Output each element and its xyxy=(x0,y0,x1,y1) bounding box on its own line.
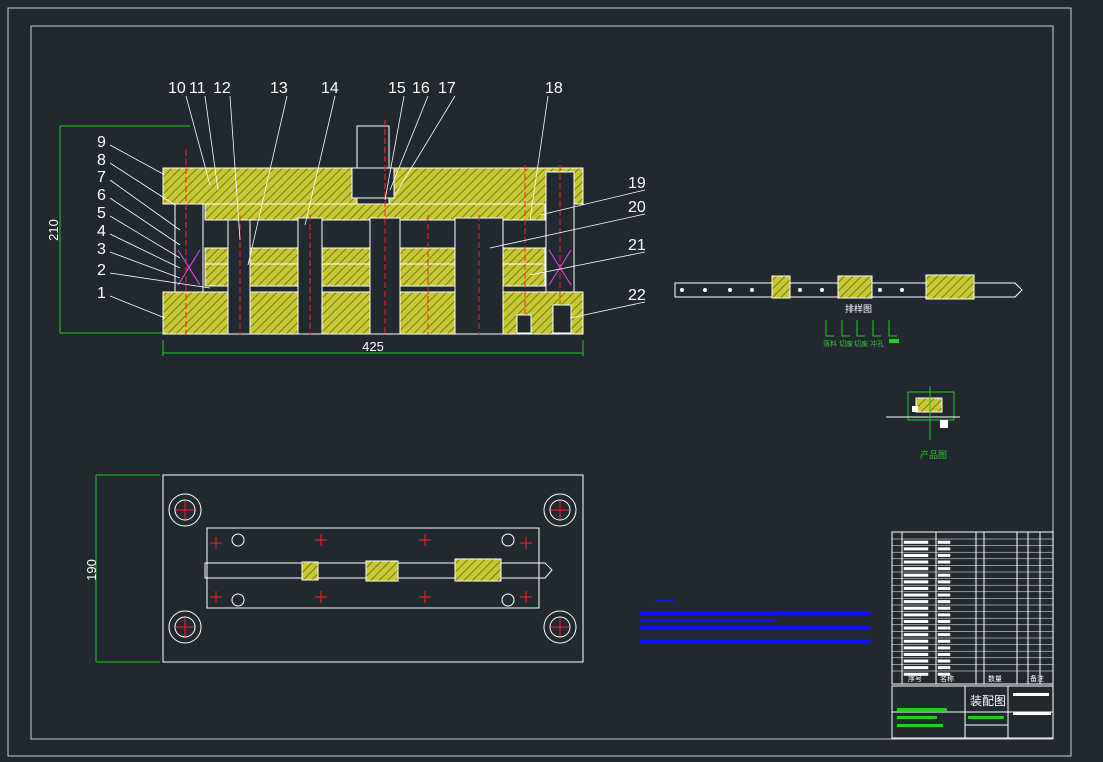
parts-list-cell-text xyxy=(903,672,929,676)
parts-list-cell-text xyxy=(937,652,951,656)
part-label-2: 2 xyxy=(97,262,106,279)
parts-list-cell-text xyxy=(903,567,929,571)
part-label-3: 3 xyxy=(97,241,106,258)
strip-layout: 排样图 落料 切废 切废 冲孔 xyxy=(674,274,1023,348)
parts-header-note: 备注 xyxy=(1030,674,1044,683)
part-label-16: 16 xyxy=(412,80,430,97)
part-labels-right: 19 20 21 22 xyxy=(628,175,646,304)
parts-list-cell-text xyxy=(903,652,929,656)
parts-list-cell-text xyxy=(937,553,951,557)
front-section-view: 2 10 xyxy=(46,80,646,356)
parts-list-cell-text xyxy=(903,619,929,623)
parts-list-cell-text xyxy=(937,646,951,650)
parts-list-cell-text xyxy=(937,600,951,604)
parts-list-cell-text xyxy=(937,593,951,597)
part-label-11: 11 xyxy=(189,80,206,97)
part-label-8: 8 xyxy=(97,152,106,169)
product-drawing: 产品图 xyxy=(886,386,960,460)
strip-step-2: 切废 xyxy=(839,339,853,348)
parts-list-cell-text xyxy=(903,646,929,650)
parts-list-cell-text xyxy=(937,586,951,590)
parts-list-cell-text xyxy=(937,672,951,676)
parts-list-cell-text xyxy=(937,573,951,577)
sheet-outer-border xyxy=(7,7,1072,757)
parts-list-cell-text xyxy=(937,619,951,623)
parts-list-cell-text xyxy=(903,613,929,617)
technical-notes xyxy=(640,600,870,643)
part-label-1: 1 xyxy=(97,285,106,302)
parts-list-cell-text xyxy=(937,666,951,670)
plan-view: 190 xyxy=(84,474,584,663)
dimension-height-plan: 190 xyxy=(84,559,99,581)
part-labels-left: 9 8 7 6 5 4 3 2 1 xyxy=(97,134,106,302)
part-label-5: 5 xyxy=(97,205,106,222)
parts-list-cell-text xyxy=(903,547,929,551)
part-label-18: 18 xyxy=(545,80,563,97)
parts-list-cell-text xyxy=(903,573,929,577)
strip-step-1: 落料 xyxy=(823,339,837,348)
parts-list-cell-text xyxy=(903,633,929,637)
parts-list-cell-text xyxy=(937,659,951,663)
part-label-20: 20 xyxy=(628,199,646,216)
parts-list-cell-text xyxy=(903,600,929,604)
part-label-10: 10 xyxy=(168,80,186,97)
strip-step-4: 冲孔 xyxy=(870,339,884,348)
parts-list-cell-text xyxy=(903,659,929,663)
part-label-19: 19 xyxy=(628,175,646,192)
parts-list-cell-text xyxy=(937,606,951,610)
part-label-7: 7 xyxy=(97,169,106,186)
parts-list-cell-text xyxy=(903,540,929,544)
part-label-17: 17 xyxy=(438,80,456,97)
parts-list-cell-text xyxy=(903,626,929,630)
parts-list-cell-text xyxy=(937,567,951,571)
part-label-22: 22 xyxy=(628,287,646,304)
parts-list-cell-text xyxy=(937,613,951,617)
parts-list-cell-text xyxy=(937,626,951,630)
parts-list-cell-text xyxy=(903,593,929,597)
parts-list-cell-text xyxy=(937,547,951,551)
parts-list-cell-text xyxy=(903,639,929,643)
parts-list: 序号 名称 数量 备注 xyxy=(891,531,1054,685)
parts-list-cell-text xyxy=(937,540,951,544)
parts-list-cell-text xyxy=(937,639,951,643)
parts-header-no: 序号 xyxy=(908,674,922,683)
dimension-width-front: 425 xyxy=(362,339,384,354)
parts-list-cell-text xyxy=(903,666,929,670)
parts-list-cell-text xyxy=(903,606,929,610)
parts-list-cell-text xyxy=(903,586,929,590)
parts-list-cell-text xyxy=(903,580,929,584)
parts-list-cell-text xyxy=(903,553,929,557)
part-label-13: 13 xyxy=(270,80,288,97)
parts-list-cell-text xyxy=(937,560,951,564)
part-label-21: 21 xyxy=(628,237,646,254)
part-labels-top: 10 11 12 13 14 15 16 17 18 xyxy=(168,80,563,97)
part-label-9: 9 xyxy=(97,134,106,151)
product-label: 产品图 xyxy=(920,449,947,460)
part-label-14: 14 xyxy=(321,80,339,97)
part-label-12: 12 xyxy=(213,80,231,97)
dimension-height-front: 210 xyxy=(46,219,61,241)
title-block-label: 装配图 xyxy=(970,694,1006,708)
part-label-4: 4 xyxy=(97,223,106,240)
parts-header-name: 名称 xyxy=(940,674,954,683)
parts-list-cell-text xyxy=(903,560,929,564)
parts-header-qty: 数量 xyxy=(988,674,1002,683)
part-label-15: 15 xyxy=(388,80,406,97)
sheet-inner-border xyxy=(30,25,1054,740)
part-label-6: 6 xyxy=(97,187,106,204)
strip-layout-label: 排样图 xyxy=(845,303,872,314)
title-block: 装配图 xyxy=(891,685,1054,739)
strip-step-3: 切废 xyxy=(854,339,868,348)
parts-list-cell-text xyxy=(937,580,951,584)
parts-list-cell-text xyxy=(937,633,951,637)
